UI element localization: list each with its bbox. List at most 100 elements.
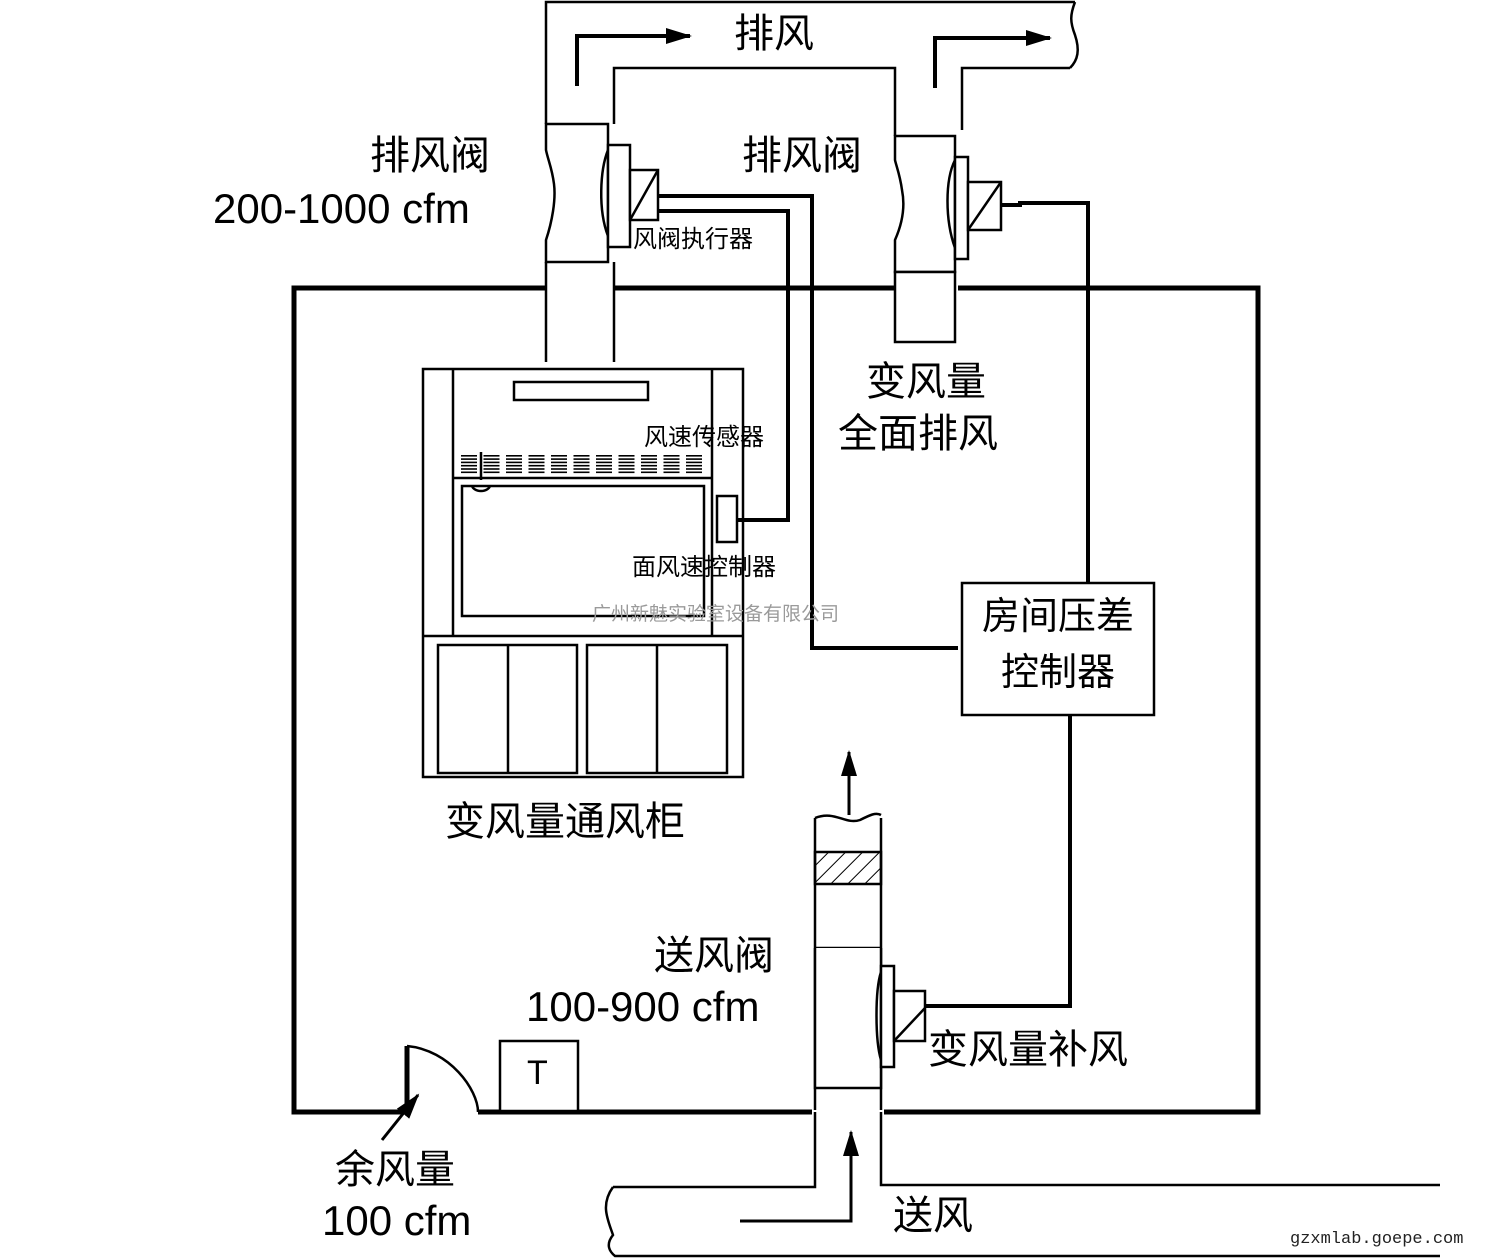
label-vav-general-exhaust-2: 全面排风 [838,411,998,457]
vent-slat [506,464,522,467]
vent-slat [506,458,522,460]
vent-slat [663,471,680,474]
vent-slat [461,464,477,467]
vent-slat [528,461,545,464]
vent-slat [461,461,477,464]
label-room-pressure-controller-1: 房间压差 [981,594,1134,638]
vent-slat [618,458,635,460]
vent-slat [461,455,477,457]
vent-slat [596,455,612,457]
label-exhaust-valve-right: 排风阀 [742,133,862,179]
label-airflow-sensor: 风速传感器 [644,423,764,451]
vent-slat [686,461,702,464]
vent-slat [618,464,635,467]
label-vav-makeup-air: 变风量补风 [928,1027,1128,1073]
vent-slat [663,458,680,460]
vent-slat [641,471,657,474]
vent-slat [641,461,657,464]
watermark-company: 广州新魅实验室设备有限公司 [592,603,840,625]
vent-slat [551,455,567,457]
vent-slat [506,461,522,464]
label-supply-valve: 送风阀 [654,933,774,979]
vent-slat [641,468,657,470]
label-exhaust-valve-left: 排风阀 [370,133,490,179]
control-wiring [658,194,1090,1008]
label-exhaust-valve-left-range: 200-1000 cfm [213,185,470,232]
vent-slat [573,455,590,457]
room-pressure-controller-box [960,581,1156,717]
vent-slat [663,461,680,464]
vent-slat [686,458,702,460]
fume-hood-vents [461,455,702,474]
vent-slat [483,468,500,470]
vent-slat [528,464,545,467]
vent-slat [506,468,522,470]
vent-slat [573,471,590,474]
vent-slat [551,471,567,474]
vent-slat [528,455,545,457]
vent-slat [528,471,545,474]
vent-slat [663,464,680,467]
vent-slat [596,468,612,470]
vent-slat [483,461,500,464]
vent-slat [641,464,657,467]
vent-slat [483,455,500,457]
vent-slat [686,468,702,470]
vent-slat [551,464,567,467]
label-residual-air-cfm: 100 cfm [322,1197,472,1244]
vent-slat [573,461,590,464]
thermostat-box [498,1039,580,1113]
supply-duct [604,812,1440,1258]
vent-slat [461,458,477,460]
vent-slat [483,458,500,460]
exhaust-flow-arrows [575,28,1052,88]
vent-slat [461,471,477,474]
label-room-pressure-controller-2: 控制器 [1000,650,1115,694]
vent-slat [573,464,590,467]
label-vav-general-exhaust-1: 变风量 [866,359,986,405]
label-vav-fume-hood: 变风量通风柜 [445,799,685,845]
vent-slat [663,468,680,470]
vent-slat [686,464,702,467]
vent-slat [461,468,477,470]
label-supply-valve-range: 100-900 cfm [526,983,760,1030]
label-thermostat: T [527,1054,548,1092]
vent-slat [573,458,590,460]
vent-slat [596,458,612,460]
vent-slat [618,461,635,464]
exhaust-main-duct [544,0,1079,136]
vent-slat [596,464,612,467]
vent-slat [551,458,567,460]
supply-flow-arrows [740,750,859,1223]
exhaust-valve-left [544,122,660,362]
vent-slat [686,455,702,457]
vent-slat [618,468,635,470]
vent-slat [686,471,702,474]
vent-slat [663,455,680,457]
vent-slat [596,471,612,474]
vent-slat [528,468,545,470]
vent-slat [618,471,635,474]
vent-slat [528,458,545,460]
vent-slat [506,471,522,474]
label-exhaust: 排风 [734,11,814,57]
source-url: gzxmlab.goepe.com [1290,1230,1464,1249]
vent-slat [506,455,522,457]
vent-slat [618,455,635,457]
vent-slat [641,455,657,457]
vent-slat [641,458,657,460]
vent-slat [551,468,567,470]
label-residual-air: 余风量 [335,1147,455,1193]
vent-slat [551,461,567,464]
vent-slat [483,471,500,474]
label-damper-actuator: 风阀执行器 [633,225,753,253]
label-face-velocity-controller: 面风速控制器 [632,553,776,581]
vent-slat [483,464,500,467]
vent-slat [573,468,590,470]
exhaust-valve-right [893,134,1003,344]
vav-fume-hood [421,367,745,779]
door [404,1044,480,1113]
label-supply-air: 送风 [893,1193,973,1239]
vent-slat [596,461,612,464]
